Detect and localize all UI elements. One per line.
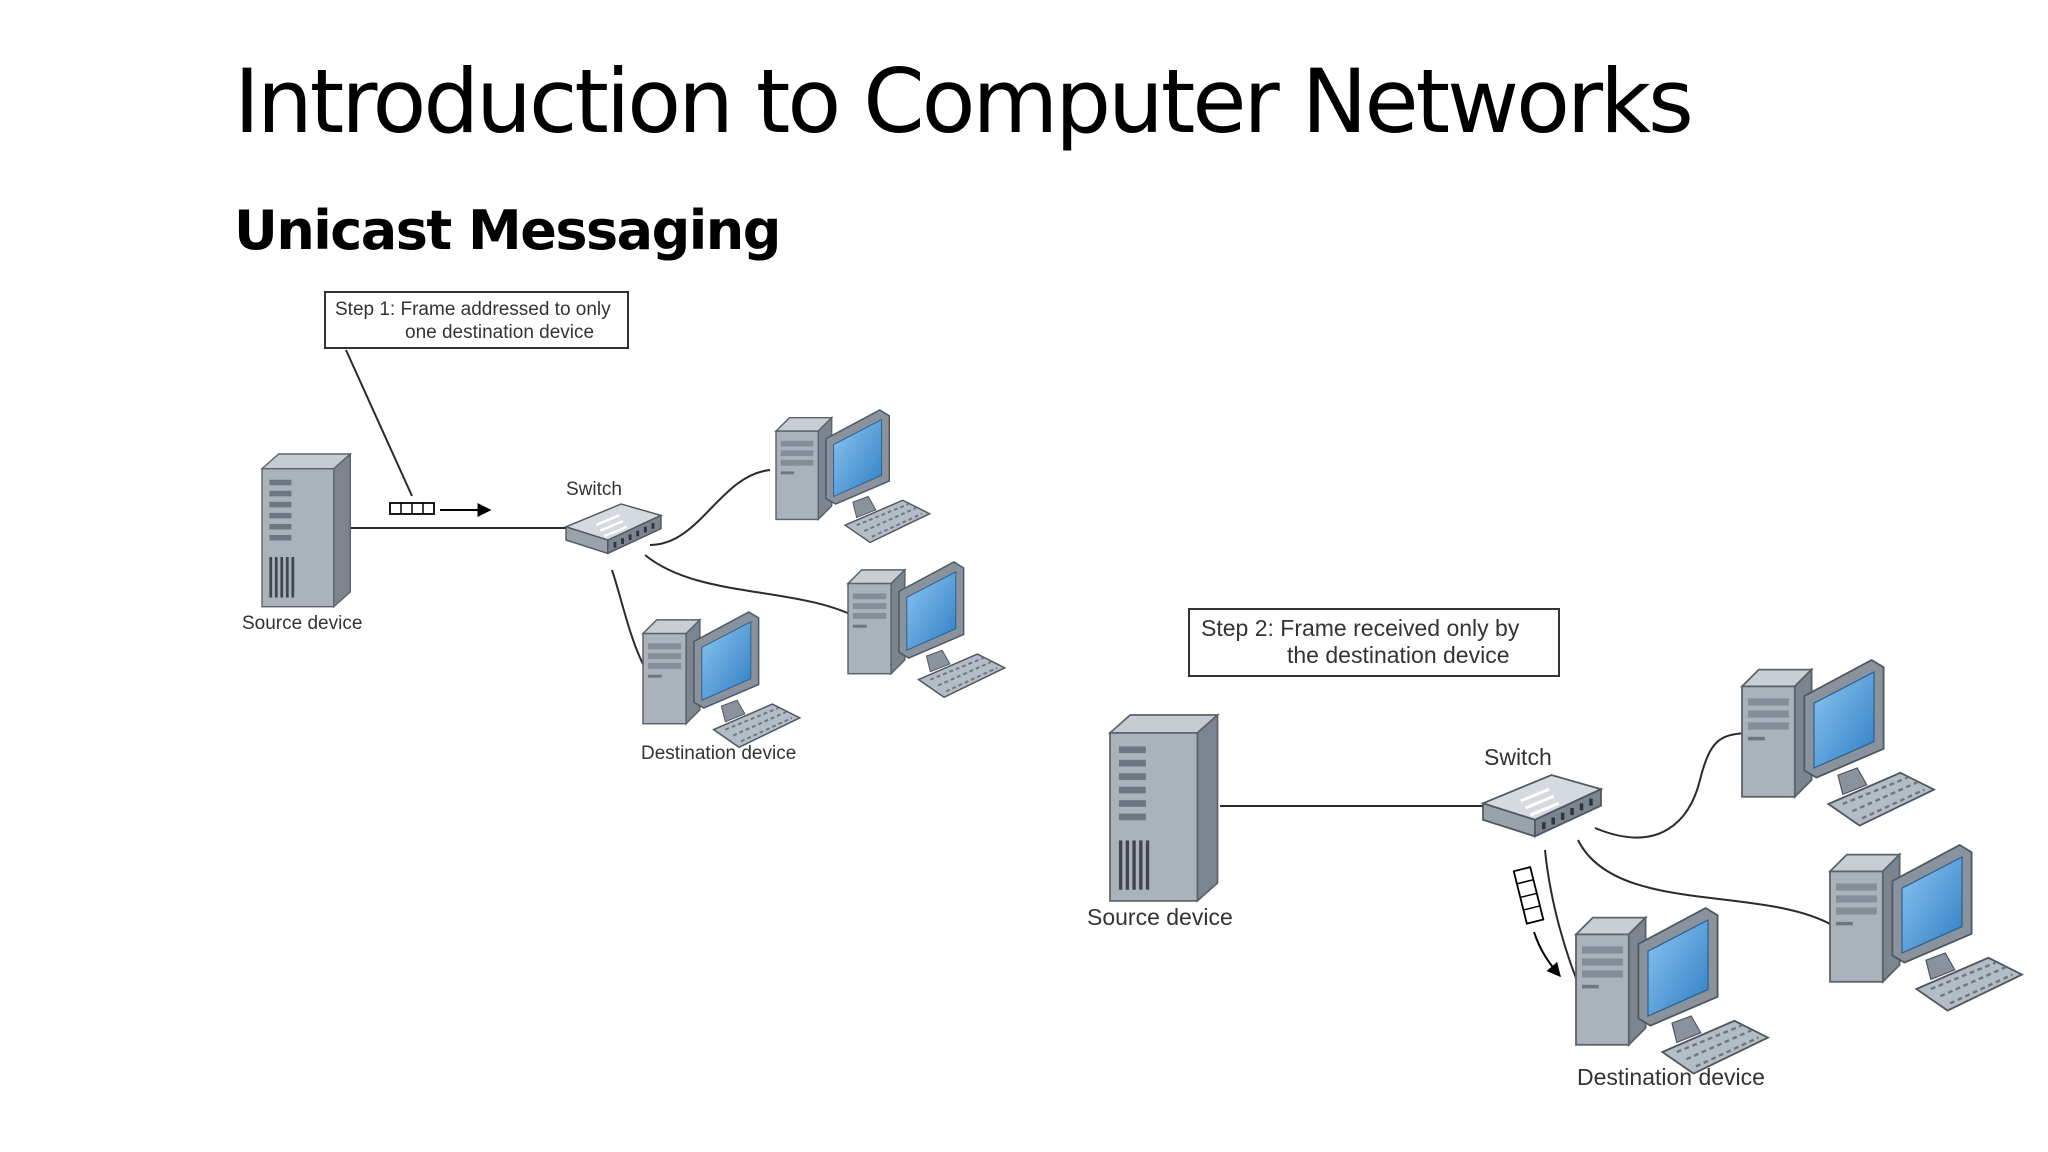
step1-switch-label: Switch <box>566 479 622 500</box>
step2-destination-computer-icon <box>1574 906 1770 1075</box>
step1-cable-destination <box>611 569 646 669</box>
step2-callout-box <box>1188 608 1560 677</box>
step1-destination-label: Destination device <box>641 743 796 764</box>
step2-source-label: Source device <box>1087 904 1233 930</box>
slide-subtitle: Unicast Messaging <box>234 199 781 262</box>
step2-frame-icon <box>1512 866 1545 925</box>
step1-diagram: Step 1: Frame addressed to only one dest… <box>242 291 1006 764</box>
step1-switch-icon <box>564 502 663 555</box>
step2-cable-pc-right <box>1577 839 1833 926</box>
step2-diagram: Step 2: Frame received only by the desti… <box>1087 608 2024 1090</box>
step2-callout-line2: the destination device <box>1287 642 1510 668</box>
step2-source-server-icon <box>1109 714 1219 902</box>
step2-switch-icon <box>1481 773 1603 838</box>
step2-computer-right-icon <box>1828 843 2024 1012</box>
step1-cable-pc-top <box>649 469 771 546</box>
slide-title: Introduction to Computer Networks <box>234 50 1694 153</box>
step1-source-server-icon <box>261 453 352 608</box>
step1-source-label: Source device <box>242 613 362 634</box>
step1-frame-icon <box>389 502 435 515</box>
step1-callout-leader <box>345 349 413 497</box>
step1-cable-pc-right <box>644 554 863 621</box>
step1-callout-line1: Step 1: Frame addressed to only <box>335 299 611 320</box>
step1-computer-right-icon <box>847 561 1006 699</box>
step2-computer-top-icon <box>1740 658 1936 827</box>
step2-switch-label: Switch <box>1484 744 1552 770</box>
step1-callout-box <box>324 291 629 349</box>
step2-direction-arrow <box>1533 931 1561 978</box>
step2-destination-label: Destination device <box>1577 1064 1765 1090</box>
step1-destination-computer-icon <box>642 611 801 749</box>
step2-cable-pc-top <box>1594 732 1746 839</box>
step2-callout-line1: Step 2: Frame received only by <box>1201 615 1520 641</box>
step1-computer-top-icon <box>775 409 931 544</box>
step1-callout-line2: one destination device <box>405 322 594 343</box>
